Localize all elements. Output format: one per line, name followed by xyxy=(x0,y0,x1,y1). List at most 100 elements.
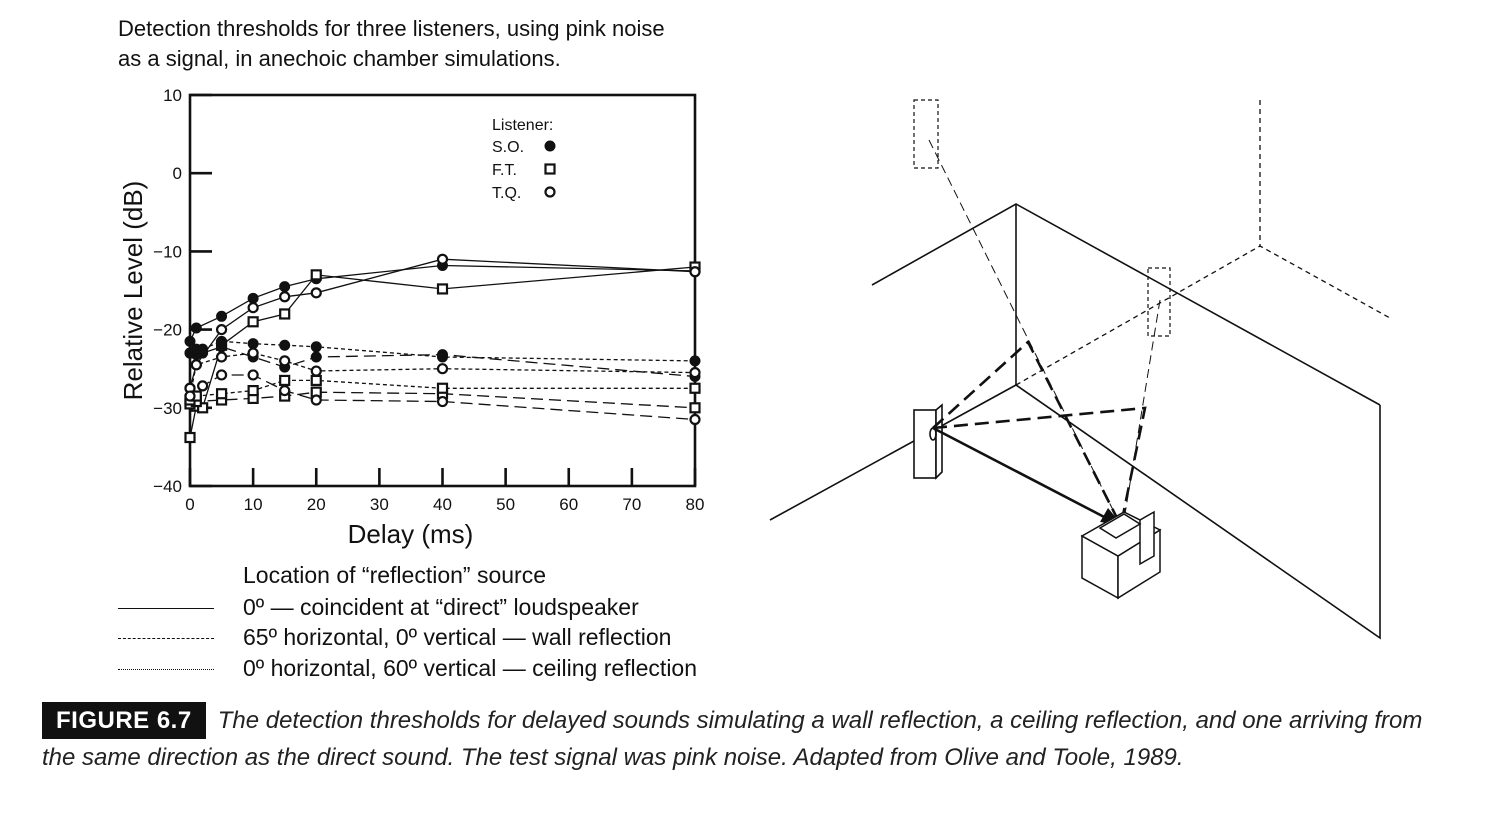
data-point xyxy=(689,382,701,394)
direct-sound-arrow xyxy=(932,426,1111,522)
line-legend-heading: Location of “reflection” source xyxy=(243,562,546,588)
x-tick-label: 30 xyxy=(370,495,389,514)
y-axis-label: Relative Level (dB) xyxy=(118,181,148,401)
data-point xyxy=(184,431,196,444)
data-point xyxy=(247,347,259,359)
data-point xyxy=(279,374,291,387)
room-wall-left-edge xyxy=(871,203,1381,406)
reflection-path-wall xyxy=(932,406,1147,521)
line-legend-item-short-dash: 0º horizontal, 60º vertical — ceiling re… xyxy=(118,655,818,685)
line-legend-item-solid: 0º — coincident at “direct” loudspeaker xyxy=(118,594,818,624)
listener-legend-marker xyxy=(544,186,556,198)
x-tick-label: 20 xyxy=(307,495,326,514)
data-point xyxy=(279,281,291,293)
x-tick-label: 70 xyxy=(622,495,641,514)
data-point xyxy=(310,351,322,363)
data-point xyxy=(197,380,209,392)
data-point xyxy=(436,395,449,408)
data-point xyxy=(689,413,701,426)
series-points xyxy=(184,253,701,444)
data-point xyxy=(689,266,701,278)
data-point xyxy=(437,351,448,363)
listener-legend-title: Listener: xyxy=(492,117,553,134)
data-point xyxy=(279,308,291,320)
legend-swatch-solid xyxy=(118,608,214,609)
data-point xyxy=(247,338,259,350)
data-point xyxy=(310,394,322,406)
x-axis-label: Delay (ms) xyxy=(348,519,474,549)
x-tick-label: 60 xyxy=(559,495,578,514)
data-point xyxy=(190,359,202,371)
listener-legend-label: F.T. xyxy=(492,162,517,179)
data-point xyxy=(215,388,228,400)
data-point xyxy=(215,351,228,363)
listener-legend: Listener: S.O. F.T. T.Q. xyxy=(492,117,556,202)
data-point xyxy=(689,402,701,414)
image-speaker-wall xyxy=(1147,267,1171,337)
data-point xyxy=(689,367,701,379)
data-point xyxy=(216,310,228,322)
caption-text: The detection thresholds for delayed sou… xyxy=(42,707,1423,771)
data-point xyxy=(247,316,259,328)
image-speaker-ceiling xyxy=(913,99,939,169)
data-point xyxy=(247,369,259,381)
data-point xyxy=(197,343,209,355)
legend-label-short-dash: 0º horizontal, 60º vertical — ceiling re… xyxy=(243,655,698,681)
direct-loudspeaker xyxy=(913,409,937,479)
listener-chair xyxy=(1080,510,1162,600)
data-point xyxy=(310,287,322,299)
data-point xyxy=(436,363,449,375)
data-point xyxy=(279,291,291,303)
y-tick-label: −20 xyxy=(153,321,182,340)
data-point xyxy=(216,335,228,347)
series-line xyxy=(189,258,696,389)
data-point xyxy=(247,292,259,304)
room-diagram xyxy=(769,99,1391,640)
y-tick-label: −30 xyxy=(153,399,182,418)
listener-legend-label: S.O. xyxy=(492,139,524,156)
x-tick-label: 40 xyxy=(433,495,452,514)
data-point xyxy=(247,302,259,314)
chart-title-line-1: Detection thresholds for three listeners… xyxy=(118,16,665,41)
data-point xyxy=(436,253,449,265)
data-point xyxy=(310,365,322,377)
figure-label: FIGURE 6.7 xyxy=(42,702,206,739)
x-tick-label: 80 xyxy=(686,495,705,514)
legend-label-long-dash: 65º horizontal, 0º vertical — wall refle… xyxy=(243,624,672,650)
data-point xyxy=(279,355,291,367)
data-point xyxy=(215,369,228,381)
y-tick-label: −40 xyxy=(153,477,182,496)
data-point xyxy=(215,324,228,336)
x-tick-label: 50 xyxy=(496,495,515,514)
data-point xyxy=(310,269,322,281)
data-point xyxy=(184,335,196,347)
data-point xyxy=(247,384,259,397)
data-point xyxy=(436,382,449,394)
listener-legend-marker xyxy=(544,163,556,175)
chart-title: Detection thresholds for three listeners… xyxy=(118,14,665,74)
y-tick-label: 10 xyxy=(163,86,182,105)
line-legend-item-long-dash: 65º horizontal, 0º vertical — wall refle… xyxy=(118,624,818,654)
y-tick-label: 0 xyxy=(173,164,182,183)
data-point xyxy=(184,390,196,402)
reflection-path-ceiling xyxy=(932,339,1120,521)
legend-swatch-short-dash xyxy=(118,669,214,670)
y-tick-label: −10 xyxy=(153,242,182,261)
data-point xyxy=(279,339,291,351)
x-tick-label: 0 xyxy=(185,495,194,514)
chart-title-line-2: as a signal, in anechoic chamber simulat… xyxy=(118,46,561,71)
data-point xyxy=(310,341,322,353)
listener-legend-marker xyxy=(544,140,556,152)
data-point xyxy=(279,384,291,397)
room-wall-right-edge xyxy=(769,384,1381,640)
image-ray-wall xyxy=(1123,299,1161,521)
legend-swatch-long-dash xyxy=(118,638,214,639)
listener-legend-label: T.Q. xyxy=(492,185,521,202)
data-point xyxy=(310,374,322,387)
legend-label-solid: 0º — coincident at “direct” loudspeaker xyxy=(243,594,639,620)
room-ceiling-dashed-edge xyxy=(1015,245,1391,386)
data-point xyxy=(190,322,202,334)
x-tick-label: 10 xyxy=(244,495,263,514)
